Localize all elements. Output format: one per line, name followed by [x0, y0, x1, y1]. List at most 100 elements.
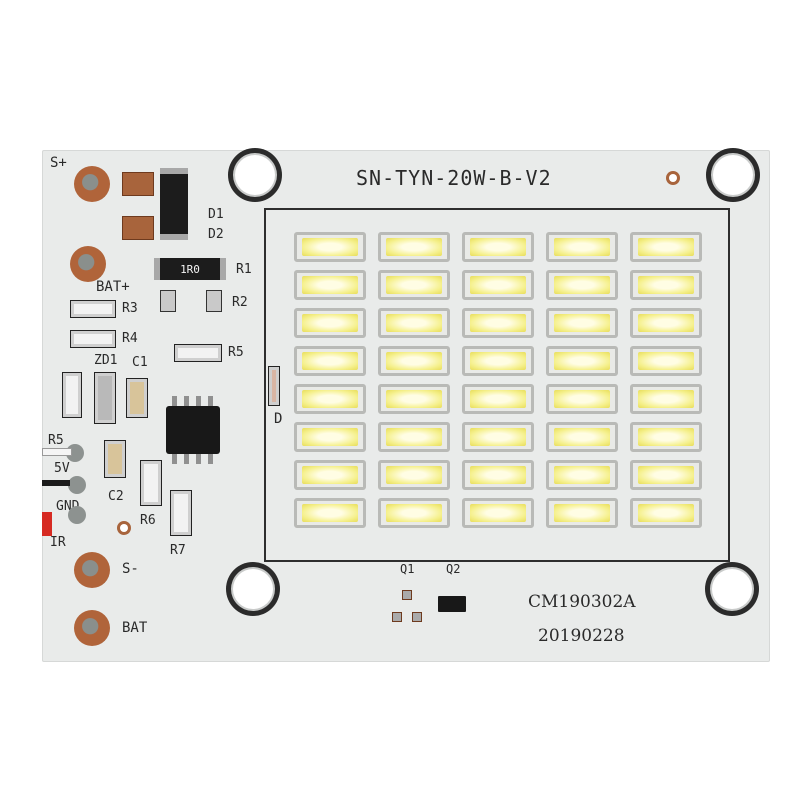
led-smd: [294, 422, 366, 452]
label-d: D: [274, 411, 283, 427]
ic-pin: [172, 454, 177, 464]
resistor-r3: [70, 300, 116, 318]
wire-red: [42, 512, 52, 536]
led-smd: [462, 346, 534, 376]
resistor-r6: [140, 460, 162, 506]
label-d2: D2: [208, 227, 224, 242]
led-smd: [294, 270, 366, 300]
led-smd: [378, 232, 450, 262]
pad-s-minus: [74, 552, 110, 588]
ic-pin: [184, 396, 189, 406]
led-smd: [378, 498, 450, 528]
led-smd: [462, 498, 534, 528]
resistor-vertical-left: [62, 372, 82, 418]
led-smd: [630, 346, 702, 376]
label-r3: R3: [122, 301, 138, 316]
mounting-hole-bottom-left: [233, 569, 273, 609]
led-smd: [462, 232, 534, 262]
ic-pin: [196, 454, 201, 464]
led-smd: [630, 270, 702, 300]
board-code-label: CM190302A: [528, 592, 636, 612]
ic-pin: [196, 396, 201, 406]
label-r1: R1: [236, 262, 252, 277]
q1-pad-top: [402, 590, 412, 600]
label-bat: BAT: [122, 620, 148, 636]
label-r2: R2: [232, 295, 248, 310]
label-c2: C2: [108, 489, 124, 504]
led-smd: [546, 232, 618, 262]
led-smd: [630, 232, 702, 262]
led-smd: [294, 308, 366, 338]
label-bat-plus: BAT+: [96, 279, 130, 295]
small-via-left: [120, 524, 128, 532]
led-smd: [378, 422, 450, 452]
led-smd: [630, 460, 702, 490]
resistor-r2-pad-left: [160, 290, 176, 312]
led-array-frame: [264, 208, 730, 562]
label-r5-left: R5: [48, 433, 64, 448]
pad-s-plus: [74, 166, 110, 202]
label-r6: R6: [140, 513, 156, 528]
board-date-label: 20190228: [538, 626, 625, 646]
ic-pin: [172, 396, 177, 406]
ic-chip: [166, 406, 220, 454]
led-smd: [462, 308, 534, 338]
led-smd: [294, 460, 366, 490]
diode-d1: [160, 168, 188, 240]
led-smd: [294, 498, 366, 528]
led-smd: [546, 346, 618, 376]
label-r7: R7: [170, 543, 186, 558]
led-smd: [378, 308, 450, 338]
ic-pin: [184, 454, 189, 464]
diode-pad-1: [122, 172, 154, 196]
led-smd: [378, 460, 450, 490]
led-smd: [378, 346, 450, 376]
board-model-label: SN-TYN-20W-B-V2: [356, 166, 552, 190]
led-smd: [630, 384, 702, 414]
led-smd: [462, 422, 534, 452]
mounting-hole-bottom-right: [712, 569, 752, 609]
label-r5-right: R5: [228, 345, 244, 360]
led-smd: [462, 384, 534, 414]
q1-pad-left: [392, 612, 402, 622]
led-pcb-board: SN-TYN-20W-B-V2 D S+ BAT+ S- BAT D1 D2 1…: [42, 150, 770, 662]
pad-bat-plus: [70, 246, 106, 282]
led-smd: [630, 498, 702, 528]
led-smd: [294, 232, 366, 262]
led-smd: [546, 422, 618, 452]
label-d1: D1: [208, 207, 224, 222]
led-smd: [630, 422, 702, 452]
led-smd: [378, 270, 450, 300]
led-smd: [294, 384, 366, 414]
mounting-hole-top-left: [235, 155, 275, 195]
label-ir: IR: [50, 535, 66, 550]
small-via-top: [669, 174, 677, 182]
diode-pad-2: [122, 216, 154, 240]
led-smd: [546, 270, 618, 300]
label-s-minus: S-: [122, 561, 139, 577]
led-smd: [546, 498, 618, 528]
label-c1: C1: [132, 355, 148, 370]
led-smd: [546, 384, 618, 414]
q1-pad-right: [412, 612, 422, 622]
resistor-r7: [170, 490, 192, 536]
wire-white: [42, 448, 72, 456]
led-smd: [546, 460, 618, 490]
mounting-hole-top-right: [713, 155, 753, 195]
wire-pad-2: [68, 476, 86, 494]
label-q1: Q1: [400, 562, 415, 576]
led-smd: [630, 308, 702, 338]
led-smd: [462, 460, 534, 490]
resistor-r1: 1R0: [154, 258, 226, 280]
wire-pad-3: [68, 506, 86, 524]
ic-pin: [208, 454, 213, 464]
diode-d: [268, 366, 280, 406]
wire-black: [42, 480, 70, 486]
transistor-q2: [438, 596, 466, 612]
label-zd1: ZD1: [94, 353, 118, 368]
resistor-r5: [174, 344, 222, 362]
zener-diode-zd1: [94, 372, 116, 424]
label-r4: R4: [122, 331, 138, 346]
pad-bat: [74, 610, 110, 646]
led-smd: [378, 384, 450, 414]
